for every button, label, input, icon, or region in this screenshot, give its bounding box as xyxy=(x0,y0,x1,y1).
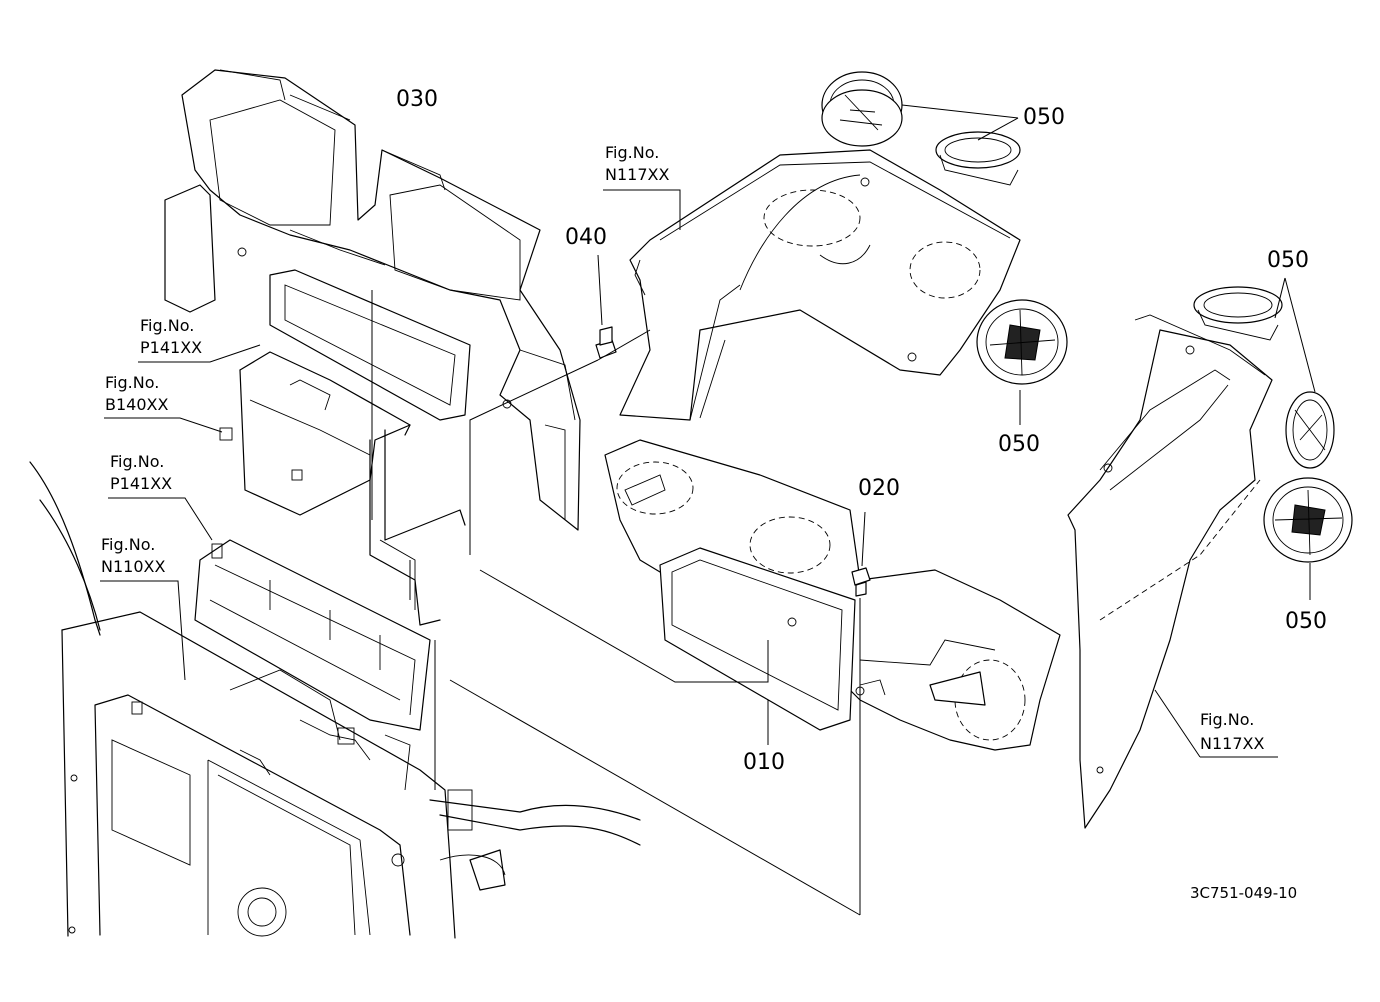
part-label-040: 040 xyxy=(565,225,607,250)
fig-ref-code-p141-lower: P141XX xyxy=(110,474,172,493)
duct-010 xyxy=(604,439,1061,751)
fig-ref-label-b140: Fig.No. xyxy=(105,373,159,392)
bracket-b140 xyxy=(219,351,466,626)
bolt-040 xyxy=(595,326,617,359)
leader-lines xyxy=(100,104,1316,916)
side-panel-n117-right xyxy=(1067,314,1273,829)
labels: 030 040 050 050 050 050 020 010 Fig.No. … xyxy=(101,87,1327,902)
fig-ref-code-n117-top: N117XX xyxy=(605,165,669,184)
part-label-030: 030 xyxy=(396,87,438,112)
drawing-code: 3C751-049-10 xyxy=(1190,884,1297,902)
bolt-020 xyxy=(851,567,871,597)
fig-ref-code-p141-upper: P141XX xyxy=(140,338,202,357)
vent-050-e xyxy=(1285,391,1335,469)
duct-p141-upper xyxy=(269,269,471,421)
vent-050-f xyxy=(1263,477,1353,563)
part-label-020: 020 xyxy=(858,476,900,501)
cab-frame xyxy=(29,461,641,939)
panel-030 xyxy=(164,69,581,531)
duct-housing-n117-upper xyxy=(619,149,1021,421)
fig-ref-code-n110: N110XX xyxy=(101,557,165,576)
duct-p141-lower xyxy=(194,539,431,731)
vent-050-b xyxy=(935,131,1021,186)
fig-ref-label-n117-top: Fig.No. xyxy=(605,143,659,162)
vent-050-a xyxy=(821,71,903,147)
fig-ref-label-n117-right: Fig.No. xyxy=(1200,710,1254,729)
fig-ref-label-n110: Fig.No. xyxy=(101,535,155,554)
part-label-050-mid: 050 xyxy=(998,432,1040,457)
fig-ref-label-p141-lower: Fig.No. xyxy=(110,452,164,471)
part-label-050-right-top: 050 xyxy=(1267,248,1309,273)
part-label-050-top: 050 xyxy=(1023,105,1065,130)
part-label-050-right-bottom: 050 xyxy=(1285,609,1327,634)
fig-ref-label-p141-upper: Fig.No. xyxy=(140,316,194,335)
part-label-010: 010 xyxy=(743,750,785,775)
vent-050-c xyxy=(976,299,1068,385)
fig-ref-code-b140: B140XX xyxy=(105,395,168,414)
vent-050-d xyxy=(1193,286,1283,341)
fig-ref-code-n117-right: N117XX xyxy=(1200,734,1264,753)
